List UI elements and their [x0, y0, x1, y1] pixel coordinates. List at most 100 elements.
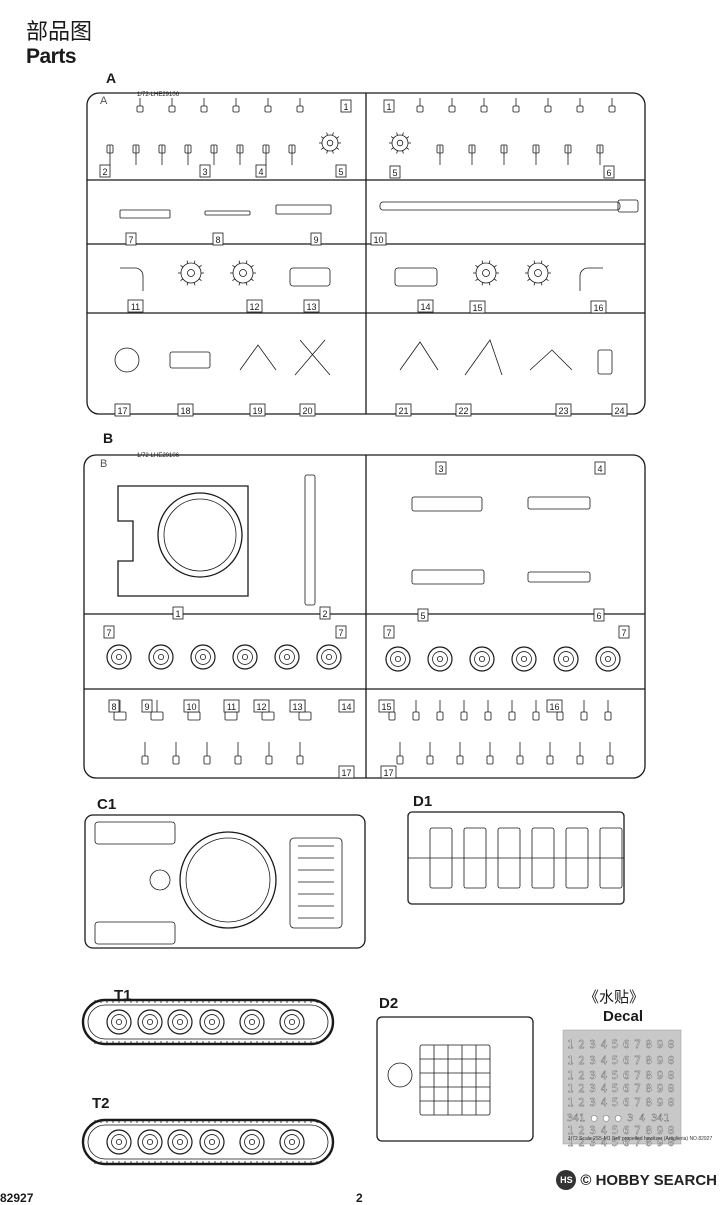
road-wheel-center [157, 653, 165, 661]
decal-digit: 2 [578, 1054, 585, 1067]
decal-digit: 9 [657, 1069, 664, 1082]
sprue-part [203, 755, 211, 765]
track-parts [81, 998, 335, 1166]
sprue-a-number-box [249, 403, 266, 417]
road-wheel-center [604, 655, 612, 663]
sprue-a-number: 11 [131, 302, 140, 312]
decal-digit: 2 [578, 1136, 585, 1149]
sprue-b-number-box [335, 625, 347, 639]
sprue-part [576, 755, 584, 765]
sprocket-hub [239, 269, 247, 277]
decal-digit: 4 [601, 1069, 608, 1082]
road-wheel [511, 646, 537, 672]
decal-digit: 0 [668, 1069, 675, 1082]
sprue-a-number: 1 [386, 102, 391, 112]
track-t2-inner [87, 1124, 329, 1160]
sprue-b-number-box [172, 606, 184, 620]
road-wheel-center [115, 653, 123, 661]
sprocket-tooth [406, 147, 410, 150]
road-wheel [199, 1009, 225, 1035]
sprue-a-number: 5 [392, 168, 397, 178]
decal-digit: 6 [623, 1096, 630, 1109]
sprue-b-number: 15 [381, 702, 391, 712]
sprue-a-number-box [246, 299, 263, 313]
sprocket-tooth [193, 282, 196, 286]
decal-digit: 8 [645, 1069, 652, 1082]
sprocket-tooth [320, 136, 324, 139]
decal-digit: 5 [612, 1069, 619, 1082]
sprue-b-number-box [380, 765, 397, 779]
sprue-a-number-box [114, 403, 131, 417]
sprocket-tooth [402, 150, 404, 154]
sprue-a-number-box [340, 99, 352, 113]
sprue-part [234, 755, 242, 765]
sprue-b-number-box [417, 608, 429, 622]
sprue-a-number-box [455, 403, 472, 417]
decal-digit: 4 [601, 1124, 608, 1137]
sprue-part [508, 711, 516, 721]
road-wheel-center [146, 1138, 154, 1146]
sprocket-hub [396, 139, 404, 147]
road-wheel-center [288, 1018, 296, 1026]
sprue-part [132, 144, 140, 154]
sprue-b-number: 12 [256, 702, 266, 712]
sprocket-hub [187, 269, 195, 277]
page-number: 2 [356, 1191, 363, 1205]
road-wheel [137, 1009, 163, 1035]
sprue-b-code: 1/72-LHE29106 [137, 453, 180, 459]
sprue-b-number: 7 [106, 628, 111, 638]
sprue-part [500, 144, 508, 154]
handle-part [597, 349, 613, 375]
page-title-en: Parts [26, 45, 77, 68]
road-wheel-center [241, 653, 249, 661]
decal-digit: 3 [589, 1054, 596, 1067]
decal-digit: 8 [645, 1082, 652, 1095]
sprue-a-number: 8 [215, 235, 220, 245]
sprocket-wheel [527, 262, 549, 284]
decal-digit: 6 [623, 1038, 630, 1051]
sprue-b-number-box [319, 606, 331, 620]
mg-part [119, 209, 171, 219]
sprue-a-number-box [199, 164, 211, 178]
sprue-b-number: 7 [386, 628, 391, 638]
decal-digit: 0 [668, 1082, 675, 1095]
decal-digit: 2 [578, 1096, 585, 1109]
sprue-a-number-box [99, 164, 111, 178]
sprocket-tooth [326, 132, 328, 136]
decal-digit: 3 [589, 1082, 596, 1095]
sprue-b-number: 17 [383, 768, 393, 778]
decal-digit: 2 [578, 1069, 585, 1082]
sprue-a-number: 24 [614, 406, 624, 416]
road-wheel [106, 644, 132, 670]
sprue-part [480, 105, 488, 113]
sprocket-tooth [198, 278, 202, 281]
sprocket-tooth [488, 282, 491, 286]
decal-digit: 2 [578, 1038, 585, 1051]
road-wheel-center [115, 1018, 123, 1026]
sprue-a-number: 4 [258, 167, 263, 177]
sprue-part [184, 144, 192, 154]
c1-engine-deck [289, 837, 343, 929]
sprue-a-number: 16 [593, 303, 603, 313]
sprocket-tooth [332, 132, 334, 136]
sprue-part [460, 711, 468, 721]
sprue-a-number: 12 [249, 302, 259, 312]
sprue-b-number-box [108, 699, 120, 713]
bracket-part [239, 344, 277, 371]
road-wheel-hub [172, 1014, 188, 1030]
page-title-cn: 部品图 [26, 20, 93, 45]
sprue-part [224, 711, 238, 721]
decal-digit: 5 [612, 1096, 619, 1109]
road-wheel [469, 646, 495, 672]
decal-digit: 7 [634, 1096, 641, 1109]
sprocket-tooth [540, 260, 543, 264]
sprue-a-number: 14 [420, 302, 430, 312]
road-wheel-hub [142, 1014, 158, 1030]
track-t1-inner [87, 1004, 329, 1040]
sprue-a-number: 19 [252, 406, 262, 416]
decal-digit: 6 [623, 1069, 630, 1082]
road-wheel-hub [432, 651, 448, 667]
sprue-part [168, 105, 176, 113]
decal-digit: 3 [589, 1038, 596, 1051]
